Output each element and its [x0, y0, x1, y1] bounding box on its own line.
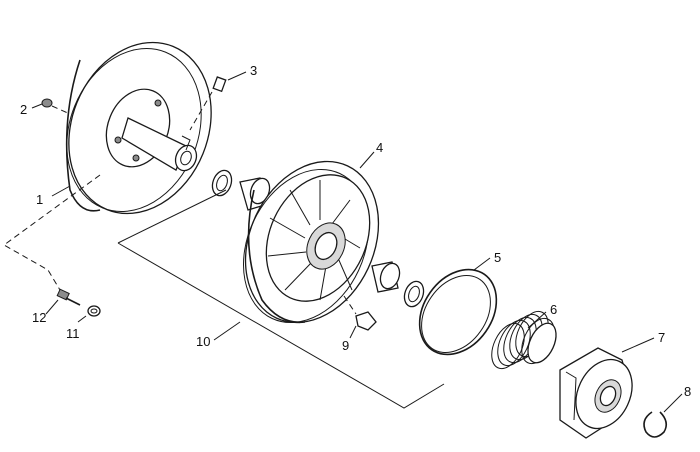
- callout-3: 3: [250, 63, 257, 78]
- part-8-circlip: [643, 411, 668, 438]
- part-6-spring: [491, 310, 557, 370]
- part-9-weight: [343, 295, 377, 331]
- callout-9: 9: [342, 338, 349, 353]
- part-2-nut: [41, 98, 71, 115]
- callout-1: 1: [36, 192, 43, 207]
- group-bracket-10: [117, 189, 445, 409]
- callout-11: 11: [66, 326, 80, 341]
- callout-12: 12: [32, 310, 46, 325]
- shaft-bushing-rings: [211, 169, 271, 211]
- callout-5: 5: [494, 250, 501, 265]
- assembly-dash-lines: [3, 174, 101, 291]
- callout-6: 6: [550, 302, 557, 317]
- leader-lines: [31, 71, 683, 413]
- part-1-fixed-sheave: [65, 41, 212, 215]
- part-12-bolt: [56, 288, 81, 306]
- part-3-key: [189, 76, 227, 131]
- part-4-movable-sheave: [243, 160, 380, 324]
- part-7-cam: [559, 347, 633, 439]
- callout-8: 8: [684, 384, 691, 399]
- sheave-bushing-rings: [371, 261, 425, 308]
- callout-10: 10: [196, 334, 210, 349]
- callout-7: 7: [658, 330, 665, 345]
- part-5-ring: [418, 268, 498, 356]
- callout-4: 4: [376, 140, 383, 155]
- part-11-nut: [87, 305, 101, 317]
- callout-2: 2: [20, 102, 27, 117]
